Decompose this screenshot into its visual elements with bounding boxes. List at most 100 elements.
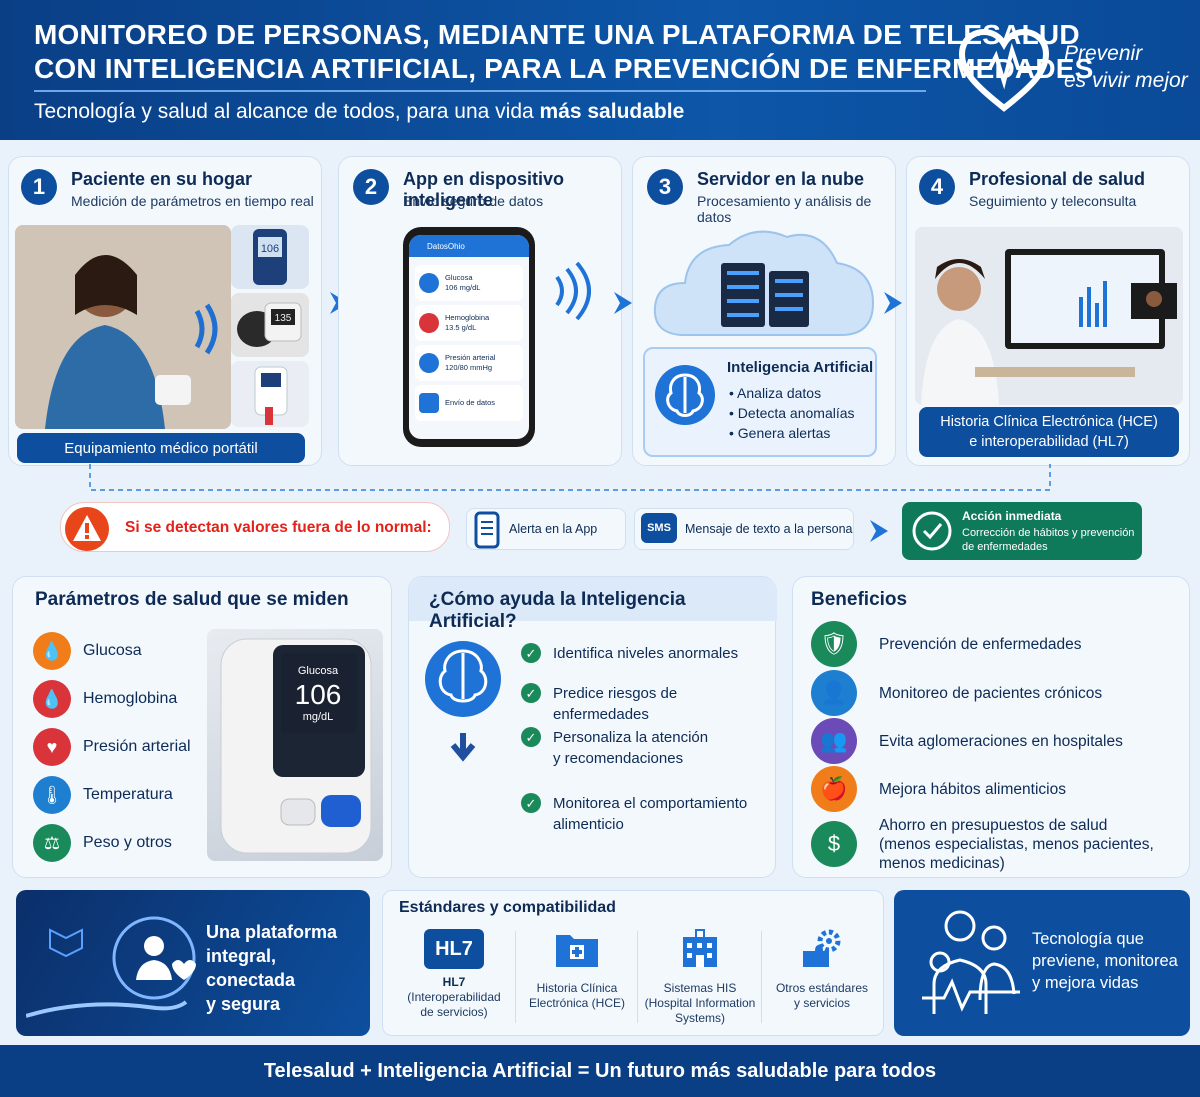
title-line-2: CON INTELIGENCIA ARTIFICIAL, PARA LA PRE… [34,53,1094,84]
divider [761,931,762,1023]
platform-text: Una plataforma integral, conectada y seg… [206,922,338,1014]
ai-help-header [409,577,777,621]
arrow-right-icon [614,292,632,314]
portable-equipment-label: Equipamiento médico portátil [17,433,305,463]
parameter-item: 💧Hemoglobina [33,675,191,723]
step-subtitle: Seguimiento y teleconsulta [969,193,1137,209]
step-4-panel: 4 Profesional de salud Seguimiento y tel… [906,156,1190,466]
parameter-item: ♥Presión arterial [33,723,191,771]
app-alert-text: Alerta en la App [509,522,598,536]
step-subtitle: Medición de parámetros en tiempo real [71,193,314,209]
sms-text: Mensaje de texto a la persona [685,522,853,536]
brain-icon [655,365,715,425]
wireless-signal-icon [555,261,591,321]
alert-warning-box: Si se detectan valores fuera de lo norma… [60,502,450,552]
benefit-item: 🛡Prevención de enfermedades [811,619,1181,669]
step-number: 2 [353,169,389,205]
step-title: Servidor en la nube [697,169,865,189]
glucose-drop-icon: 💧 [33,632,71,670]
money-icon: $ [811,821,857,867]
benefit-item: $Ahorro en presupuestos de salud(menos e… [811,813,1181,875]
platform-box: Una plataforma integral, conectada y seg… [16,890,370,1036]
check-icon: ✓ [521,727,541,747]
standards-box: Estándares y compatibilidad HL7 HL7 (Int… [382,890,884,1036]
parameter-item: 🌡Temperatura [33,771,191,819]
thermometer-device [231,361,309,427]
phone-row: Envío de datos [415,385,523,421]
puzzle-gear-icon [803,929,841,967]
ai-help-item: ✓Predice riesgos de enfermedades [521,683,767,727]
ai-box-item: • Analiza datos [729,385,822,401]
step-title: App en dispositivo inteligente [403,169,565,210]
divider [515,931,516,1023]
apple-icon: 🍎 [811,766,857,812]
ai-box-title: Inteligencia Artificial [727,359,874,376]
device-value: 106 [294,679,342,710]
heart-pulse-icon [958,28,1050,112]
family-icon [922,910,1020,1014]
ai-box-item: • Detecta anomalías [729,405,855,421]
glucometer-value: 106 [261,243,279,255]
step-number: 4 [919,169,955,205]
bp-value: 135 [275,313,292,324]
title-line-1: MONITOREO DE PERSONAS, MEDIANTE UNA PLAT… [34,19,1080,50]
divider [637,931,638,1023]
ai-box-item: • Genera alertas [729,425,831,441]
glucometer-device: 106 [231,225,309,289]
slogan: Prevenir es vivir mejor [1064,42,1188,92]
glucose-icon [419,273,439,293]
step-2-panel: 2 App en dispositivo inteligente Envío s… [338,156,622,466]
doctor-photo [915,227,1183,405]
heart-icon [419,353,439,373]
standards-title: Estándares y compatibilidad [399,899,616,916]
device-label: Glucosa [297,665,339,677]
parameter-item: 💧Glucosa [33,627,191,675]
group-icon: 👥 [811,718,857,764]
tech-text: Tecnología que previene, monitorea y mej… [1032,930,1178,992]
benefit-item: 👤Monitoreo de pacientes crónicos [811,669,1181,717]
step-number: 3 [647,169,683,205]
benefits-list: 🛡Prevención de enfermedades 👤Monitoreo d… [811,619,1181,875]
chart-icon [419,393,439,413]
standard-other: Otros estándares y servicios [763,929,881,1011]
ai-box: Inteligencia Artificial • Analiza datos … [643,347,877,457]
standard-hl7: HL7 HL7 (Interoperabilidad de servicios) [395,929,513,1020]
action-text: Corrección de hábitos y prevención de en… [962,527,1135,553]
parameters-title: Parámetros de salud que se miden [35,589,349,610]
app-header: DatosOhio [409,235,529,257]
person-icon: 👤 [811,670,857,716]
step-title: Paciente en su hogar [71,169,253,189]
blood-pressure-device: 135 [231,293,309,357]
check-icon: ✓ [521,683,541,703]
glucometer-photo: Glucosa 106 mg/dL [207,629,383,861]
title-divider [34,90,926,92]
phone-alert-icon [474,511,500,549]
arrow-right-icon [870,520,888,542]
benefits-panel: Beneficios 🛡Prevención de enfermedades 👤… [792,576,1190,878]
check-icon: ✓ [521,643,541,663]
standard-hce: Historia Clínica Electrónica (HCE) [519,929,635,1011]
shield-icon: 🛡 [811,621,857,667]
warning-icon [65,507,109,551]
device-unit: mg/dL [302,711,334,723]
benefit-item: 🍎Mejora hábitos alimenticios [811,765,1181,813]
parameters-list: 💧Glucosa 💧Hemoglobina ♥Presión arterial … [33,627,191,867]
benefits-title: Beneficios [811,589,908,610]
apple-check-icon [912,511,952,551]
sms-icon: SMS [641,513,677,543]
benefit-item: 👥Evita aglomeraciones en hospitales [811,717,1181,765]
arrow-right-icon [884,292,902,314]
app-alert-box: Alerta en la App [466,508,626,550]
drop-icon [419,313,439,333]
ai-box-list: • Analiza datos • Detecta anomalías • Ge… [729,383,855,443]
thermometer-icon: 🌡 [33,776,71,814]
standard-his: Sistemas HIS (Hospital Information Syste… [641,929,759,1026]
tech-box: Tecnología que previene, monitorea y mej… [894,890,1190,1036]
blood-drop-icon: 💧 [33,680,71,718]
